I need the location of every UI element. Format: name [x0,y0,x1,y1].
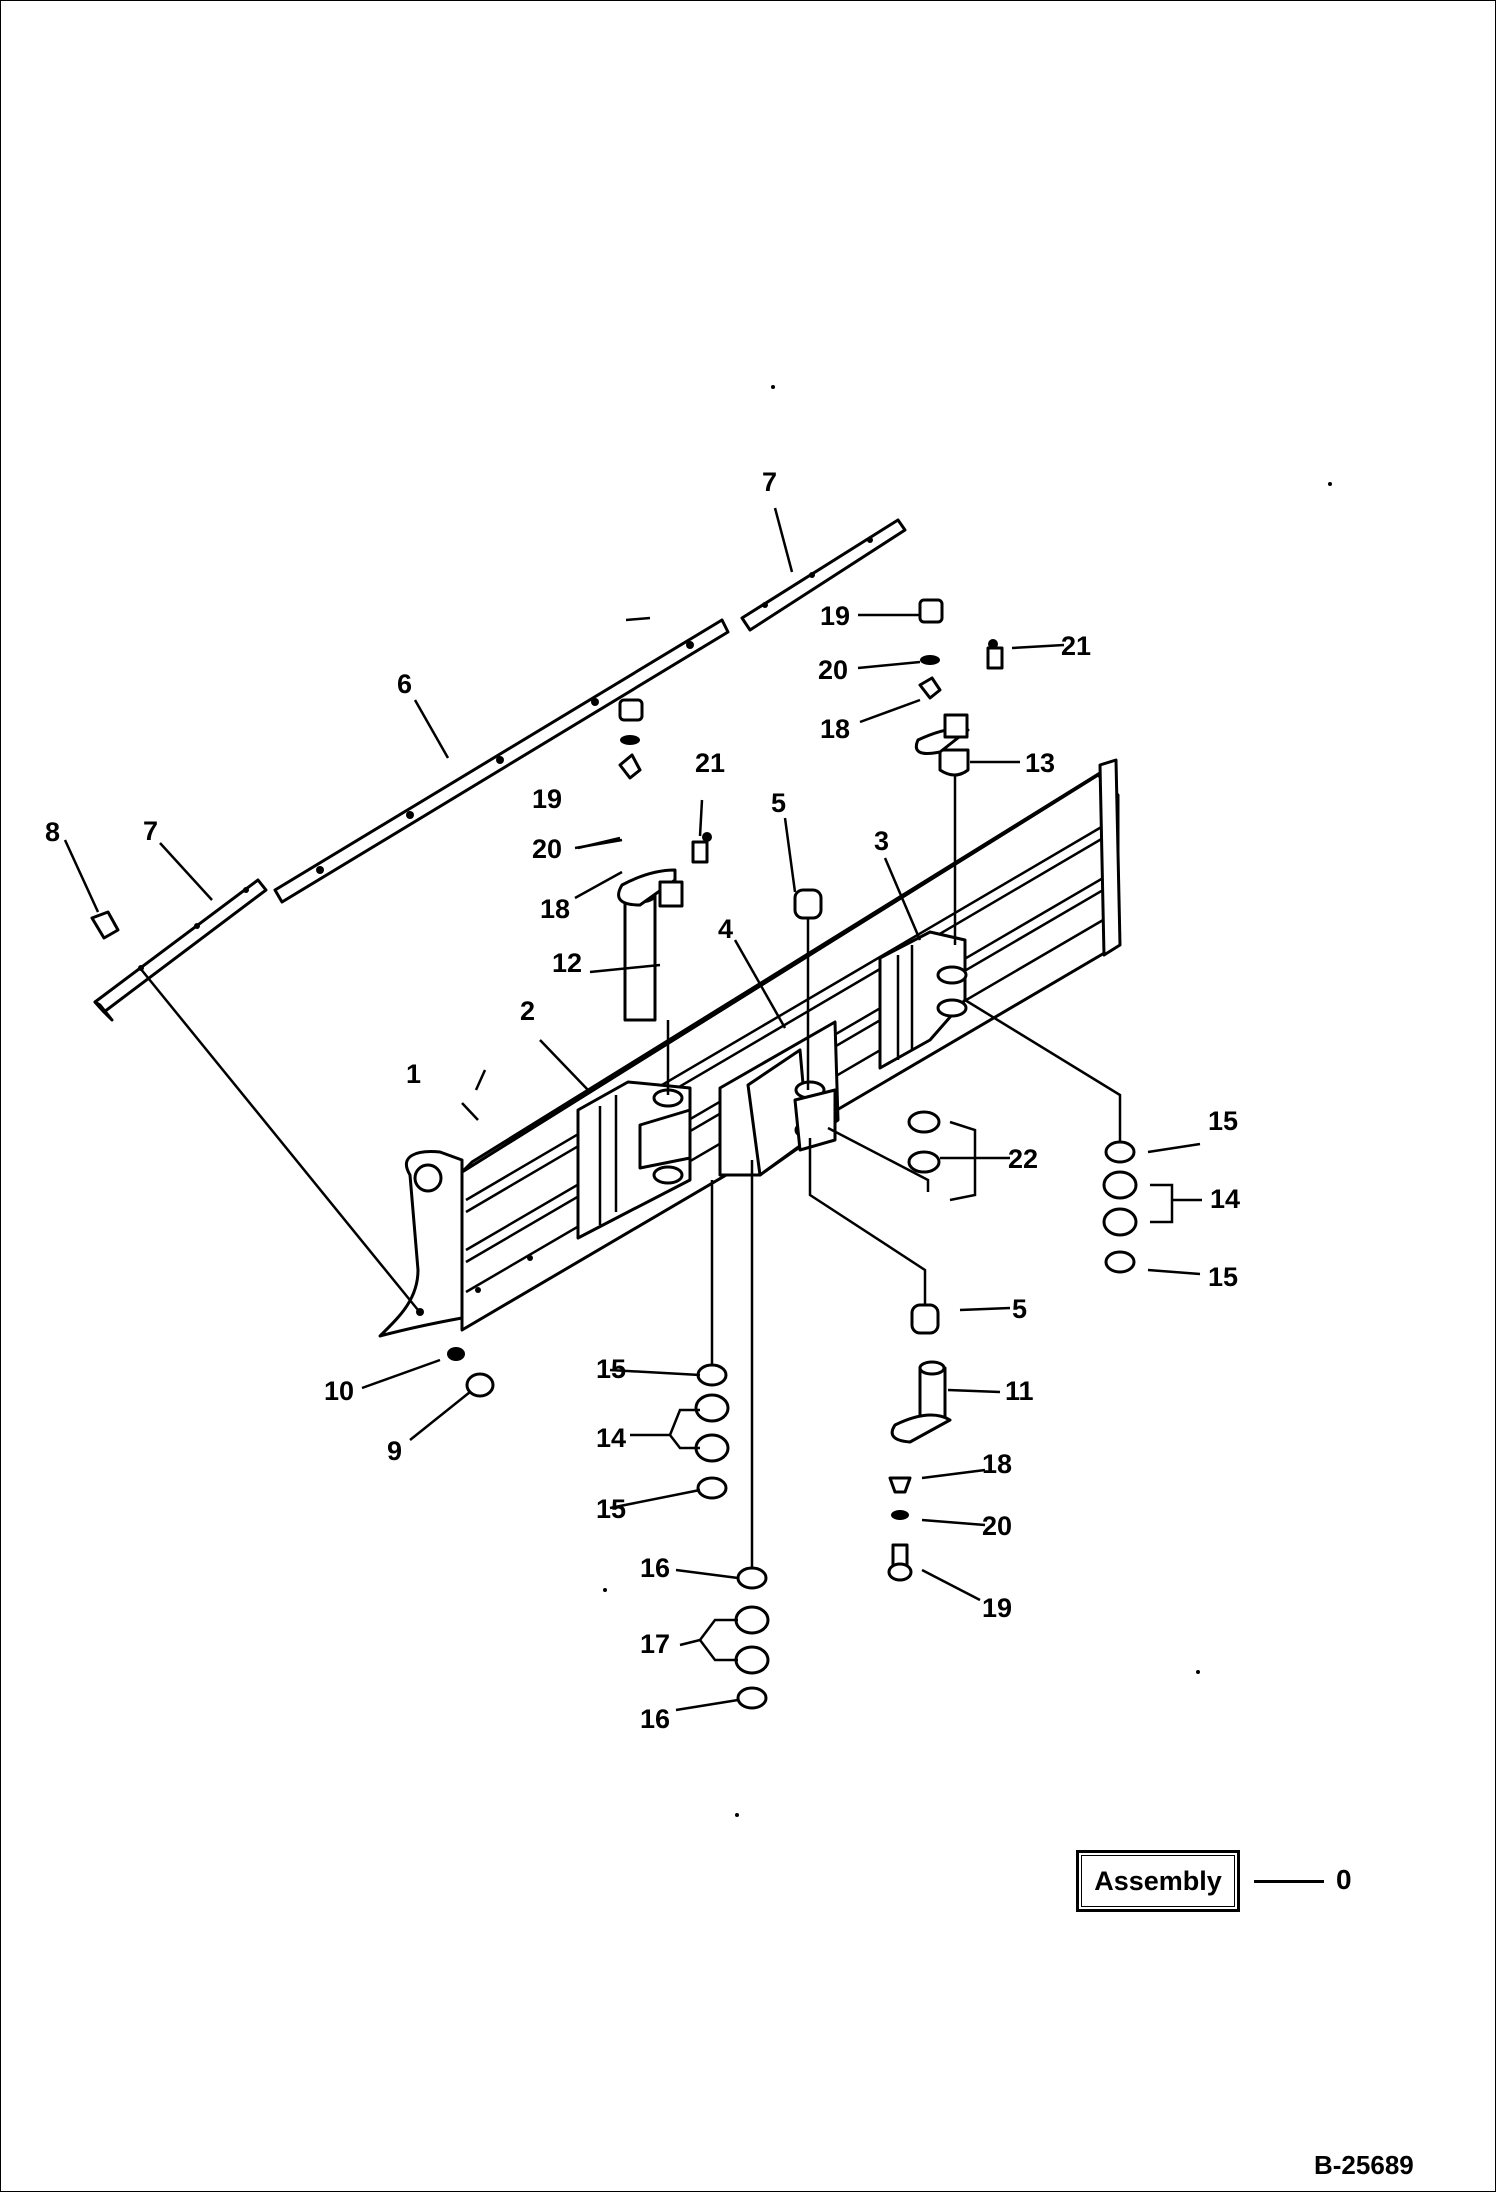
callout-5-top: 5 [771,788,786,818]
callout-19-bottom: 19 [982,1593,1012,1623]
callout-11: 11 [1005,1376,1034,1406]
callout-12: 12 [552,948,582,978]
callout-15-left-top: 15 [596,1354,626,1384]
callout-16-top: 16 [640,1553,670,1583]
callout-16-bottom: 16 [640,1704,670,1734]
assembly-leader-line [1254,1880,1324,1883]
callout-21-left: 21 [695,748,725,778]
scan-specks [603,385,1332,1817]
callout-4: 4 [718,914,733,944]
callout-18-right: 18 [820,714,850,744]
pin-12-assembly [617,698,712,1022]
pin-11-assembly [887,1360,952,1582]
callout-20-left: 20 [532,834,562,864]
callout-21-right: 21 [1061,631,1091,661]
callout-15-right-bottom: 15 [1208,1262,1238,1292]
callout-19-right: 19 [820,601,850,631]
callout-15-right-top: 15 [1208,1106,1238,1136]
callout-22: 22 [1008,1144,1038,1174]
callout-10: 10 [324,1376,354,1406]
assembly-number: 0 [1336,1864,1352,1895]
callout-14-left: 14 [596,1423,626,1453]
callout-6: 6 [397,669,412,699]
callout-18-left: 18 [540,894,570,924]
bushings [90,888,1138,1710]
callout-20-bottom: 20 [982,1511,1012,1541]
callout-19-left: 19 [532,784,562,814]
leader-lines [63,507,1202,1712]
callout-8: 8 [45,817,60,847]
left-bracket [576,1080,692,1240]
callout-15-left-bottom: 15 [596,1494,626,1524]
callout-1: 1 [406,1059,421,1089]
callout-3: 3 [874,826,889,856]
dozer-blade [378,758,1122,1338]
callout-14-right: 14 [1210,1184,1240,1214]
callout-17: 17 [640,1629,670,1659]
callout-2: 2 [520,996,535,1026]
callout-7-left: 7 [143,816,158,846]
assembly-legend-box: Assembly [1076,1850,1240,1912]
callout-9: 9 [387,1436,402,1466]
callout-20-right: 20 [818,655,848,685]
cutting-edges [93,518,907,1022]
drawing-number: B-25689 [1314,2150,1414,2180]
assembly-label: Assembly [1094,1865,1222,1896]
callout-7-right: 7 [762,467,777,497]
callout-labels: 1 2 3 4 5 5 6 7 7 8 9 10 11 12 13 14 14 … [45,467,1240,1734]
callout-5-bottom: 5 [1012,1294,1027,1324]
callout-18-bottom: 18 [982,1449,1012,1479]
pin-13-assembly [914,598,1004,777]
callout-13: 13 [1025,748,1055,778]
